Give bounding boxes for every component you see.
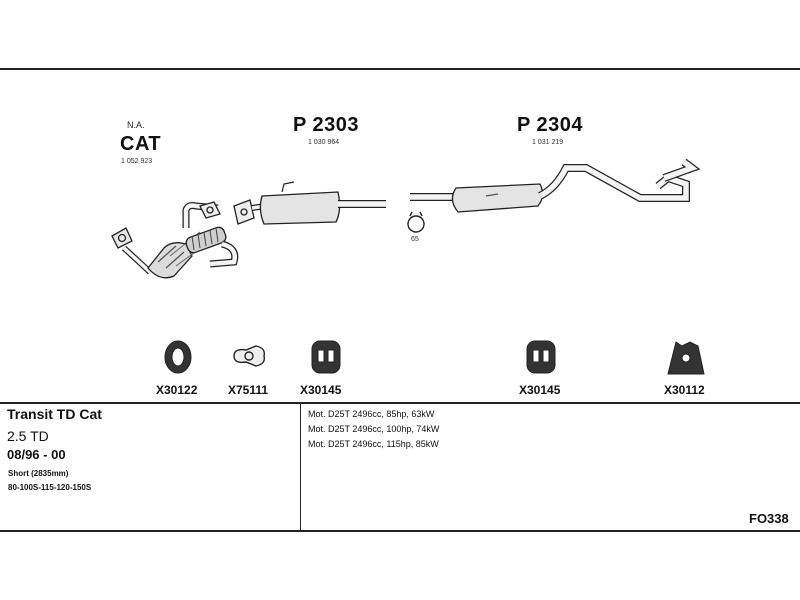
p2304-number: 1 031 219 [532, 139, 564, 146]
cat-note: N.A. [127, 120, 145, 130]
p2303-title: P 2303 [293, 114, 360, 136]
info-divider [0, 402, 800, 404]
clamp-icon [407, 211, 425, 233]
vehicle-model: Transit TD Cat [7, 406, 102, 422]
engine-spec: Mot. D25T 2496cc, 100hp, 74kW [308, 424, 440, 434]
bracket-icon [667, 341, 705, 375]
hanger-icon-2 [526, 340, 556, 374]
hanger-icon [311, 340, 341, 374]
engine-spec: Mot. D25T 2496cc, 115hp, 85kW [308, 439, 439, 449]
part-code: X30122 [156, 383, 198, 397]
diagram-frame [0, 68, 800, 532]
part-code: X75111 [228, 383, 269, 397]
part-code: X30112 [664, 383, 705, 397]
part-code: X30145 [519, 383, 561, 397]
front-muffler [233, 181, 386, 225]
engine-spec: Mot. D25T 2496cc, 85hp, 63kW [308, 409, 435, 419]
info-column-divider [300, 403, 301, 532]
vehicle-years: 08/96 - 00 [7, 447, 66, 462]
p2303-number: 1 030 964 [308, 139, 340, 146]
rubber-mount-icon [164, 340, 192, 374]
part-code: X30145 [300, 383, 342, 397]
catalytic-converter-assembly [111, 201, 239, 279]
p2304-title: P 2304 [517, 114, 584, 136]
vehicle-series: 80-100S-115-120-150S [8, 483, 92, 492]
clamp-size: 65 [411, 236, 419, 243]
gasket-icon [233, 345, 266, 367]
diagram-code: FO338 [749, 511, 789, 526]
vehicle-variant: Short (2835mm) [8, 469, 69, 478]
cat-title: CAT [120, 133, 162, 155]
rear-muffler [410, 158, 701, 213]
cat-number: 1 052 923 [121, 158, 153, 165]
vehicle-engine: 2.5 TD [7, 428, 49, 444]
